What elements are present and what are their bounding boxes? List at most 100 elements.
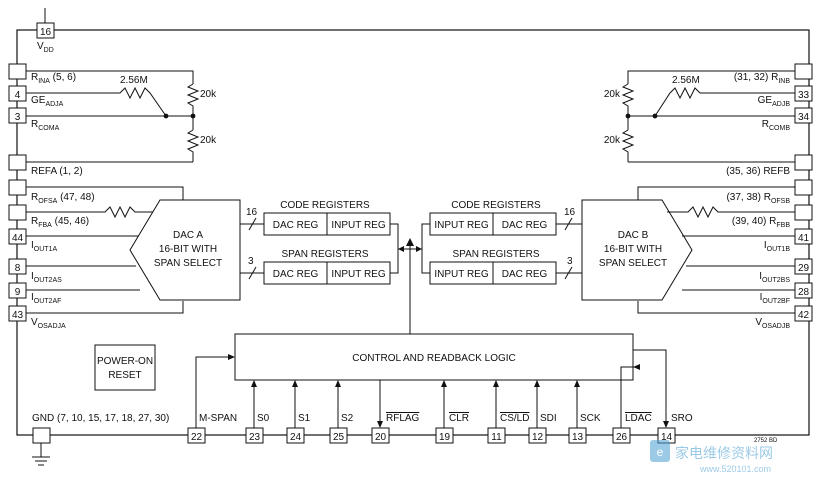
label-ldac: LDAC [625,413,652,424]
right-pin-column: 33 34 41 29 28 42 [794,63,813,322]
label-iout1b: IOUT1B [764,240,790,253]
svg-text:e: e [657,445,664,459]
dac-b-line3: SPAN SELECT [599,258,667,269]
power-on-line2: RESET [108,370,141,381]
label-iout2bs: IOUT2BS [759,271,790,284]
label-20k-right-bottom: 20k [604,135,621,146]
bottom-pin-row: 22 23 24 25 20 19 11 12 13 26 14 [187,427,676,444]
pin-43: 43 [12,310,24,321]
pin-23: 23 [249,432,261,443]
resistor-20k-left-bottom [186,129,200,162]
label-iout2bf: IOUT2BF [760,292,790,305]
watermark-text: 家电维修资料网 [675,445,773,461]
pin-22: 22 [191,432,203,443]
input-reg-b-code-label: INPUT REG [434,220,488,231]
pin-34: 34 [798,112,810,123]
span-registers-left-title: SPAN REGISTERS [281,249,368,260]
left-pin-labels: RINA (5, 6) GEADJA RCOMA REFA (1, 2) ROF… [31,72,95,330]
pin-28: 28 [798,287,810,298]
watermark: e 家电维修资料网 www.520101.com [650,440,773,474]
pin-13: 13 [572,432,584,443]
label-s2: S2 [341,413,354,424]
pin-8: 8 [15,263,21,274]
label-refa: REFA (1, 2) [31,166,83,177]
pin-24: 24 [290,432,302,443]
dac-b-block [581,199,693,301]
label-geadja: GEADJA [31,95,64,108]
vdd-pin-box [36,22,55,39]
label-2-56m-left: 2.56M [120,75,148,86]
vdd-pin-number: 16 [40,27,52,38]
dac-reg-a-span-label: DAC REG [273,269,319,280]
label-20k-left-bottom: 20k [200,135,217,146]
label-sro: SRO [671,413,693,424]
code-registers-left-title: CODE REGISTERS [280,200,370,211]
bus-16-left: 16 [246,207,258,218]
part-code: 2752 BD [754,438,778,444]
gnd-label: GND (7, 10, 15, 17, 18, 27, 30) [32,413,169,424]
power-on-reset-block [94,344,156,391]
label-vosadjb: VOSADJB [755,317,790,330]
label-rfbb: (39, 40) RFBB [732,216,790,229]
label-rofsb: (37, 38) ROFSB [726,192,790,205]
pin-3: 3 [15,112,21,123]
dac-b-line2: 16-BIT WITH [604,244,662,255]
pin-20: 20 [375,432,387,443]
watermark-url: www.520101.com [699,464,771,474]
pin-25: 25 [333,432,345,443]
resistor-20k-left-top [186,83,200,116]
resistor-20k-right-top [621,83,635,116]
bus-16-right: 16 [564,207,576,218]
right-pin-labels: (31, 32) RINB GEADJB RCOMB (35, 36) REFB… [726,72,790,330]
right-resistor-network: 2.56M 20k 20k [604,70,803,163]
label-geadjb: GEADJB [758,95,791,108]
code-registers-right-title: CODE REGISTERS [451,200,541,211]
label-refb: (35, 36) REFB [726,166,790,177]
label-s1: S1 [298,413,311,424]
left-pin-column: 4 3 44 8 9 43 [8,63,27,322]
pin-12: 12 [532,432,544,443]
control-logic-label: CONTROL AND READBACK LOGIC [352,353,516,364]
input-reg-a-span-label: INPUT REG [331,269,385,280]
power-on-line1: POWER-ON [97,356,153,367]
label-cs-ld: CS/LD [500,413,529,424]
resistor-20k-right-bottom [621,129,635,162]
label-vosadja: VOSADJA [31,317,66,330]
gnd-pin-box [32,427,51,444]
bottom-pin-labels: M-SPAN S0 S1 S2 RFLAG CLR CS/LD SDI SCK … [199,413,693,424]
label-rofsa: ROFSA (47, 48) [31,192,95,205]
label-2-56m-right: 2.56M [672,75,700,86]
label-s0: S0 [257,413,270,424]
control-logic-block [234,333,634,381]
label-m-span: M-SPAN [199,413,237,424]
dac-reg-b-span-label: DAC REG [502,269,548,280]
pin-4: 4 [15,90,21,101]
label-clr: CLR [449,413,469,424]
pin-14: 14 [661,432,673,443]
dac-reg-a-code-label: DAC REG [273,220,319,231]
left-resistor-network: 2.56M 20k 20k [26,70,217,163]
pin-44: 44 [12,233,24,244]
dac-reg-b-code-label: DAC REG [502,220,548,231]
pin-19: 19 [439,432,451,443]
dac-a-line1: DAC A [173,230,203,241]
label-iout2af: IOUT2AF [31,292,61,305]
label-rflag: RFLAG [386,413,420,424]
span-registers-right-title: SPAN REGISTERS [452,249,539,260]
label-rfba: RFBA (45, 46) [31,216,89,229]
pin-26: 26 [616,432,628,443]
label-20k-left-top: 20k [200,89,217,100]
dac-a-block [129,199,241,301]
dac-b-line1: DAC B [618,230,649,241]
dac-a-line2: 16-BIT WITH [159,244,217,255]
pin-33: 33 [798,90,810,101]
bus-3-right: 3 [567,256,573,267]
vdd-label: VDD [37,41,54,54]
dac-a-line3: SPAN SELECT [154,258,222,269]
label-rcoma: RCOMA [31,119,60,132]
pin-41: 41 [798,233,810,244]
bottom-wiring [195,349,669,428]
label-iout2as: IOUT2AS [31,271,62,284]
label-rcomb: RCOMB [762,119,791,132]
